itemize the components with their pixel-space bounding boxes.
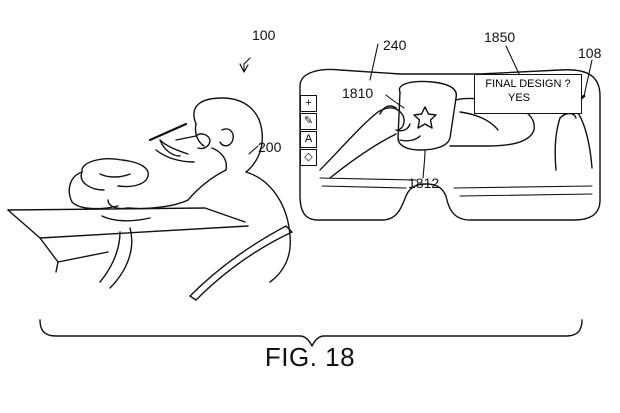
ref-240: 240 — [383, 38, 406, 52]
toolbar-plus-icon: + — [300, 95, 317, 112]
ref-1812: 1812 — [408, 176, 439, 190]
toolbar-text-icon: A — [300, 131, 317, 148]
toolbar-eraser-icon: ◇ — [300, 149, 317, 166]
ref-108: 108 — [578, 46, 601, 60]
view-hand-left — [320, 106, 420, 178]
chair — [190, 226, 292, 300]
ref-200: 200 — [258, 140, 281, 154]
hud-question: FINAL DESIGN ? — [475, 78, 581, 92]
view-floor — [320, 178, 592, 196]
ref-1850: 1850 — [484, 30, 515, 44]
ref-100: 100 — [252, 28, 275, 42]
star-virtual-mark — [414, 107, 436, 128]
toolbar-pen-icon: ✎ — [300, 113, 317, 130]
figure-caption: FIG. 18 — [0, 342, 620, 373]
user-person — [100, 98, 290, 288]
ref-1810: 1810 — [342, 86, 373, 100]
hud-answer: YES — [475, 92, 581, 106]
hud-prompt: FINAL DESIGN ? YES — [474, 74, 582, 114]
